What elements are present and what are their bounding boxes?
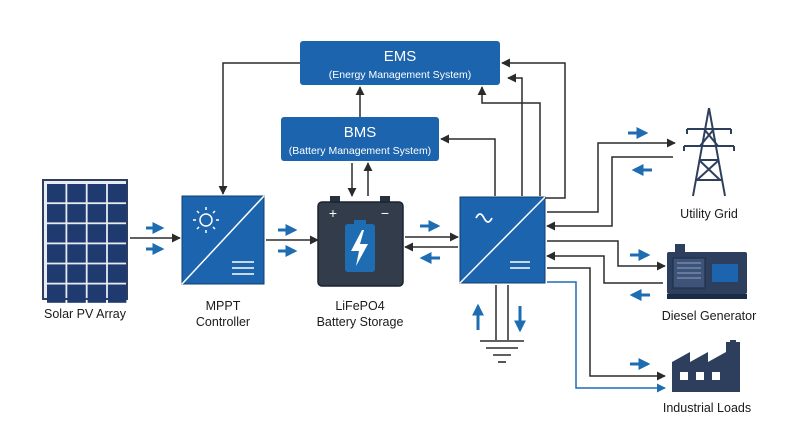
sun-icon — [193, 207, 219, 233]
ems-title: EMS — [384, 48, 417, 65]
solar-cell — [67, 264, 86, 283]
solar-cell — [107, 184, 127, 203]
solar-cell — [67, 184, 86, 203]
battery-bms-connection — [347, 162, 373, 197]
transmission-tower-icon — [683, 107, 735, 197]
solar-cell — [107, 204, 127, 223]
solar-cell — [67, 224, 86, 243]
utility-grid-label: Utility Grid — [680, 207, 738, 221]
mppt-controller-box — [181, 195, 265, 285]
industrial-loads-label: Industrial Loads — [663, 401, 751, 415]
solar-cell — [107, 224, 127, 243]
inverter-icon — [459, 196, 546, 284]
svg-text:−: − — [381, 205, 389, 221]
solar-cell — [47, 284, 66, 303]
svg-text:+: + — [329, 205, 337, 221]
solar-cell — [87, 184, 107, 203]
solar-cell — [107, 264, 127, 283]
solar-cell — [87, 264, 107, 283]
solar-cell — [47, 224, 66, 243]
solar-cell — [47, 204, 66, 223]
solar-cell — [67, 244, 86, 263]
bms-subtitle: (Battery Management System) — [289, 145, 431, 157]
battery-inverter-connection — [404, 220, 459, 264]
dc-output-icon — [232, 261, 254, 275]
solar-cell — [107, 284, 127, 303]
inverter-generator-connection — [546, 240, 666, 301]
bms-title: BMS — [344, 124, 377, 141]
battery-label-line2: Battery Storage — [317, 315, 404, 329]
battery-label-line1: LiFePO4 — [335, 299, 384, 313]
ground-connection — [472, 285, 526, 363]
ems-inverter-connections — [440, 58, 566, 199]
solar-cell — [67, 284, 86, 303]
ems-box: EMS (Energy Management System) — [300, 41, 500, 85]
mppt-to-battery-connection — [266, 224, 319, 257]
mppt-label-line2: Controller — [196, 315, 250, 329]
solar-cell — [47, 244, 66, 263]
inverter-loads-connection — [547, 267, 666, 393]
generator-icon — [667, 244, 747, 299]
solar-cell — [87, 224, 107, 243]
diesel-generator-label: Diesel Generator — [662, 309, 757, 323]
solar-cell — [87, 244, 107, 263]
solar-pv-label: Solar PV Array — [44, 307, 127, 321]
bms-box: BMS (Battery Management System) — [281, 117, 439, 161]
ems-subtitle: (Energy Management System) — [329, 69, 471, 81]
factory-icon — [672, 340, 740, 392]
solar-panel-icon — [42, 179, 128, 303]
ground-icon — [480, 340, 524, 363]
lightning-icon — [351, 230, 368, 266]
ems-to-mppt-connection — [218, 62, 300, 195]
pv-to-mppt-connection — [130, 222, 181, 255]
inverter-grid-connection — [546, 127, 676, 231]
solar-cell — [67, 204, 86, 223]
solar-cell — [47, 184, 66, 203]
mppt-label-line1: MPPT — [206, 299, 241, 313]
solar-cell — [87, 204, 107, 223]
solar-cell — [87, 284, 107, 303]
solar-cell — [47, 264, 66, 283]
solar-cell — [107, 244, 127, 263]
battery-icon: + − — [317, 196, 404, 287]
